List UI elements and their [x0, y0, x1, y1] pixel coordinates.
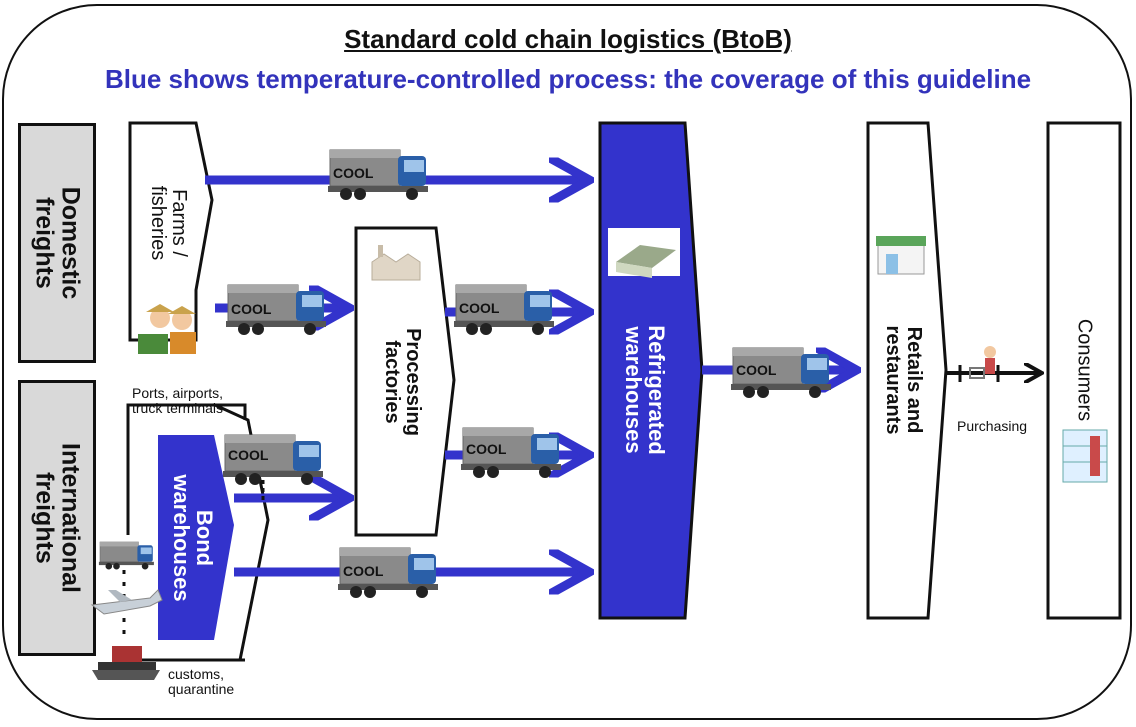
airplane-icon [90, 589, 163, 615]
outer-frame [2, 4, 1132, 720]
truck-label: COOL [459, 300, 500, 316]
consumers-label: Consumers [1073, 318, 1096, 422]
customs-label: customs, quarantine [168, 666, 235, 698]
truck-label: COOL [228, 447, 269, 463]
ports-bracket [126, 403, 247, 535]
farms-label: Farms / fisheries [147, 185, 190, 261]
fridge-icon [1062, 429, 1108, 483]
processing-area: Processing factories [356, 228, 448, 535]
refrigerated-area: Refrigerated warehouses [600, 270, 690, 510]
domestic-freights-box: Domestic freights [18, 123, 96, 363]
international-freights-box: International freights [18, 380, 96, 656]
small-truck-icon [98, 541, 155, 570]
truck-label: COOL [466, 441, 507, 457]
diagram-subtitle: Blue shows temperature-controlled proces… [104, 64, 1032, 94]
farmers-icon [138, 304, 196, 354]
retails-area: Retails and restaurants [868, 280, 938, 480]
shop-icon [876, 236, 926, 275]
consumers-box [1046, 121, 1122, 620]
ports-label: Ports, airports, truck terminals [132, 385, 224, 417]
truck-label: COOL [343, 563, 384, 579]
factory-icon [371, 245, 421, 281]
truck-label: COOL [231, 301, 272, 317]
consumers-area: Consumers [1048, 260, 1120, 480]
truck-label: COOL [736, 362, 777, 378]
warehouse-icon [608, 228, 680, 278]
diagram-title: Standard cold chain logistics (BtoB) [344, 24, 792, 54]
bond-area: Bond warehouses [158, 435, 228, 640]
ship-icon [92, 646, 160, 680]
retails-label: Retails and restaurants [882, 325, 925, 435]
bond-warehouses-box [158, 435, 234, 640]
processing-label: Processing factories [381, 327, 424, 436]
shopper-icon [969, 346, 996, 379]
bond-label: Bond warehouses [169, 473, 218, 602]
farms-area: Farms / fisheries [130, 123, 206, 323]
refrigerated-label: Refrigerated warehouses [621, 325, 670, 455]
truck-label: COOL [333, 165, 374, 181]
purchasing-label: Purchasing [957, 418, 1028, 434]
farms-box [128, 121, 214, 342]
